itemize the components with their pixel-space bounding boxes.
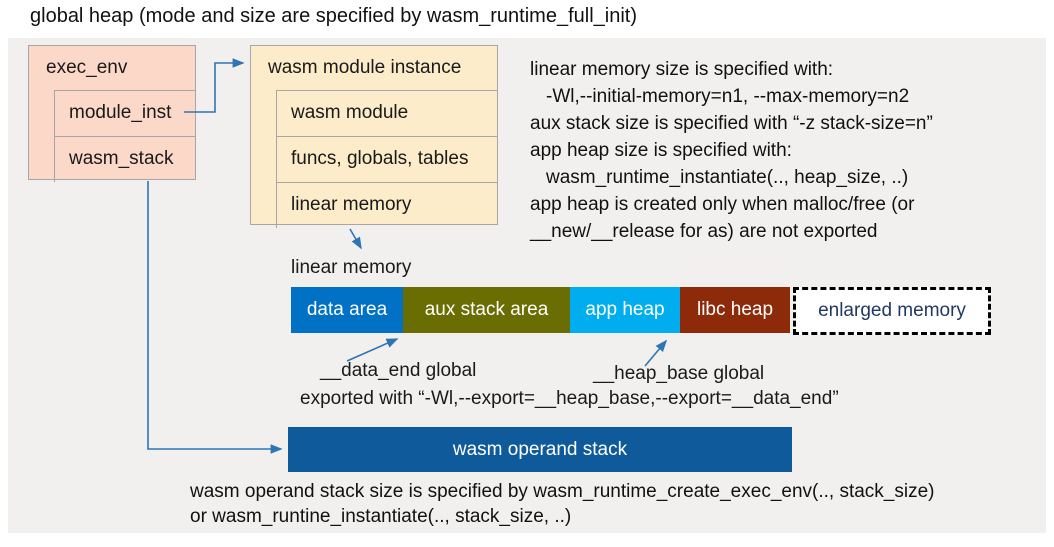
module-instance-row-funcs-globals-tables: funcs, globals, tables	[276, 136, 497, 182]
segment-app-heap: app heap	[570, 287, 680, 333]
operand-stack-note: wasm operand stack size is specified by …	[190, 479, 935, 529]
note-line: wasm_runtime_instantiate(.., heap_size, …	[546, 167, 909, 188]
note-line: app heap size is specified with:	[530, 140, 792, 161]
note-line: linear memory size is specified with:	[530, 59, 834, 80]
module-instance-header: wasm module instance	[268, 57, 462, 78]
module-instance-row-wasm-module: wasm module	[276, 90, 497, 136]
note-line: aux stack size is specified with “-z sta…	[530, 113, 933, 134]
exec-env-row-wasm-stack: wasm_stack	[54, 136, 195, 182]
linear-memory-label: linear memory	[291, 257, 412, 278]
exec-env-box: exec_env module_inst wasm_stack	[28, 45, 196, 182]
export-flags-label: exported with “-Wl,--export=__heap_base,…	[300, 388, 839, 409]
module-instance-box: wasm module instance wasm module funcs, …	[250, 45, 498, 228]
operand-stack-note-line1: wasm operand stack size is specified by …	[190, 481, 935, 502]
exec-env-header: exec_env	[46, 57, 128, 78]
segment-data-area: data area	[291, 287, 403, 333]
diagram-title: global heap (mode and size are specified…	[30, 5, 637, 27]
segment-enlarged-memory: enlarged memory	[793, 287, 991, 335]
heap-base-global-label: __heap_base global	[593, 363, 765, 384]
module-instance-row-linear-memory: linear memory	[276, 182, 497, 228]
note-line: __new/__release for as) are not exported	[530, 221, 878, 242]
size-notes-block: linear memory size is specified with: -W…	[530, 56, 933, 245]
note-line: app heap is created only when malloc/fre…	[530, 194, 915, 215]
linear-memory-bar: data area aux stack area app heap libc h…	[291, 287, 790, 333]
segment-aux-stack-area: aux stack area	[403, 287, 570, 333]
data-end-global-label: __data_end global	[320, 360, 477, 381]
segment-libc-heap: libc heap	[680, 287, 790, 333]
wasm-operand-stack-bar: wasm operand stack	[288, 427, 792, 472]
operand-stack-note-line2: or wasm_runtine_instantiate(.., stack_si…	[190, 506, 572, 527]
exec-env-row-module-inst: module_inst	[54, 90, 195, 136]
note-line: -Wl,--initial-memory=n1, --max-memory=n2	[546, 86, 910, 107]
